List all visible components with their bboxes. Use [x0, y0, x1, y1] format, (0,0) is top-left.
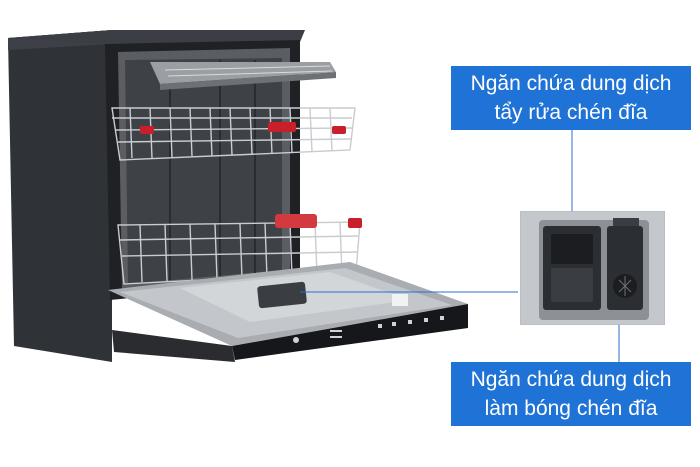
detergent-label-line2: tẩy rửa chén đĩa [494, 101, 648, 124]
detergent-label-line1: Ngăn chứa dung dịch [470, 72, 672, 95]
rinse-aid-label-line1: Ngăn chứa dung dịch [470, 368, 672, 391]
dispenser-closeup-photo [520, 211, 665, 325]
detergent-compartment-label: Ngăn chứa dung dịch tẩy rửa chén đĩa [451, 66, 691, 130]
rinse-aid-label-line2: làm bóng chén đĩa [484, 397, 658, 420]
rinse-aid-compartment-label: Ngăn chứa dung dịch làm bóng chén đĩa [451, 362, 691, 426]
